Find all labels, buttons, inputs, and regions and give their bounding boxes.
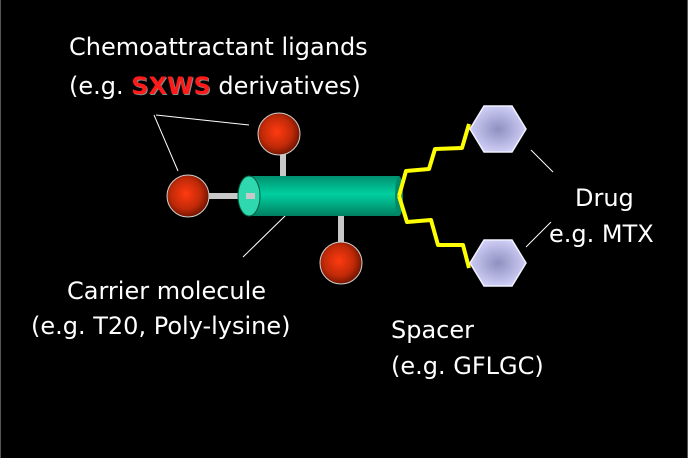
spacer-example: (e.g. GFLGC) [391, 352, 544, 380]
carrier-title: Carrier molecule [67, 277, 267, 305]
drug-hexagon [469, 239, 527, 287]
ligand-pointer-line [155, 114, 250, 126]
ligand-ball [319, 241, 363, 285]
ligand-ball [257, 112, 301, 156]
drug-pointer-line [525, 221, 552, 248]
carrier-pointer-line [242, 214, 287, 258]
ligands-example: (e.g. SXWS derivatives) [69, 71, 361, 101]
spacer-chains [397, 123, 471, 269]
drug-pointer-line [530, 149, 554, 173]
ligands-title: Chemoattractant ligands [69, 33, 368, 61]
ligands-example-suffix: derivatives) [210, 72, 361, 100]
ligand-pointer-line [153, 114, 179, 172]
ligands-example-prefix: (e.g. [69, 72, 132, 100]
drug-hexagon [469, 105, 527, 153]
carrier-example: (e.g. T20, Poly-lysine) [31, 312, 291, 340]
spacer-chain [397, 123, 471, 197]
ligand-ball [166, 174, 210, 218]
carrier-cylinder [237, 175, 403, 217]
pointer-lines [153, 114, 554, 258]
ligands-example-highlight: SXWS [131, 72, 211, 100]
spacer-title: Spacer [391, 316, 475, 344]
drug-example: e.g. MTX [549, 220, 654, 248]
drug-title: Drug [575, 184, 634, 212]
spacer-chain [397, 195, 471, 269]
